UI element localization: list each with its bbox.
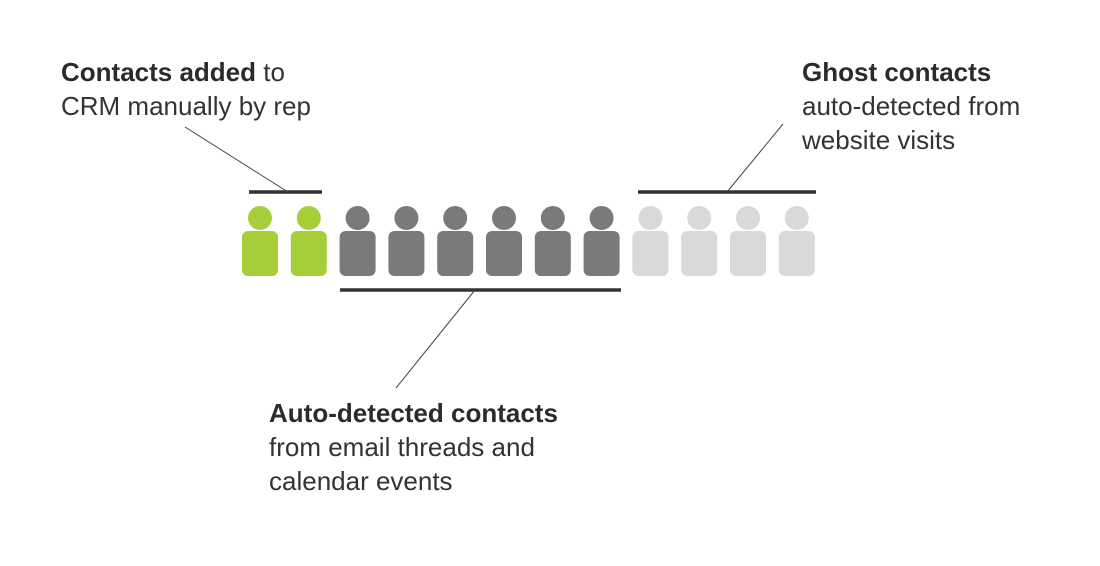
- leader-ghost: [726, 123, 784, 193]
- person-icon: [534, 206, 571, 276]
- label-auto-line3: calendar events: [269, 466, 453, 496]
- person-icon: [632, 206, 669, 276]
- label-ghost-title: Ghost contacts: [802, 57, 992, 87]
- person-head: [345, 206, 370, 230]
- person-body: [730, 231, 766, 276]
- person-head: [589, 206, 614, 230]
- person-head: [540, 206, 565, 230]
- person-body: [534, 231, 571, 276]
- label-manual-line2: CRM manually by rep: [61, 91, 311, 121]
- person-head: [248, 206, 272, 230]
- people-row: [242, 206, 815, 276]
- person-icon: [339, 206, 376, 276]
- person-head: [443, 206, 468, 230]
- label-manual-rest: to: [256, 57, 285, 87]
- person-icon: [290, 206, 327, 276]
- person-head: [687, 206, 712, 230]
- leader-auto: [395, 289, 476, 389]
- person-icon: [388, 206, 425, 276]
- label-ghost-contacts: Ghost contacts auto-detected from websit…: [802, 55, 1020, 157]
- person-body: [583, 231, 620, 276]
- person-body: [681, 231, 718, 276]
- leader-manual: [184, 126, 289, 193]
- label-auto-title: Auto-detected contacts: [269, 398, 558, 428]
- person-body: [778, 231, 815, 276]
- person-body: [437, 231, 474, 276]
- person-head: [492, 206, 516, 230]
- leader-lines: [184, 123, 784, 389]
- label-manual-contacts: Contacts added to CRM manually by rep: [61, 55, 311, 123]
- label-auto-contacts: Auto-detected contacts from email thread…: [269, 396, 558, 498]
- person-head: [736, 206, 760, 230]
- person-head: [296, 206, 321, 230]
- person-icon: [583, 206, 620, 276]
- person-icon: [730, 206, 766, 276]
- person-head: [784, 206, 809, 230]
- person-icon: [242, 206, 278, 276]
- person-head: [394, 206, 419, 230]
- label-auto-line2: from email threads and: [269, 432, 535, 462]
- person-body: [242, 231, 278, 276]
- person-head: [638, 206, 663, 230]
- label-manual-title: Contacts added: [61, 57, 257, 87]
- person-icon: [486, 206, 522, 276]
- label-ghost-line3: website visits: [802, 125, 956, 155]
- person-body: [388, 231, 425, 276]
- person-body: [339, 231, 376, 276]
- label-ghost-line2: auto-detected from: [802, 91, 1021, 121]
- person-body: [632, 231, 669, 276]
- person-icon: [681, 206, 718, 276]
- person-icon: [778, 206, 815, 276]
- person-body: [290, 231, 327, 276]
- person-icon: [437, 206, 474, 276]
- person-body: [486, 231, 522, 276]
